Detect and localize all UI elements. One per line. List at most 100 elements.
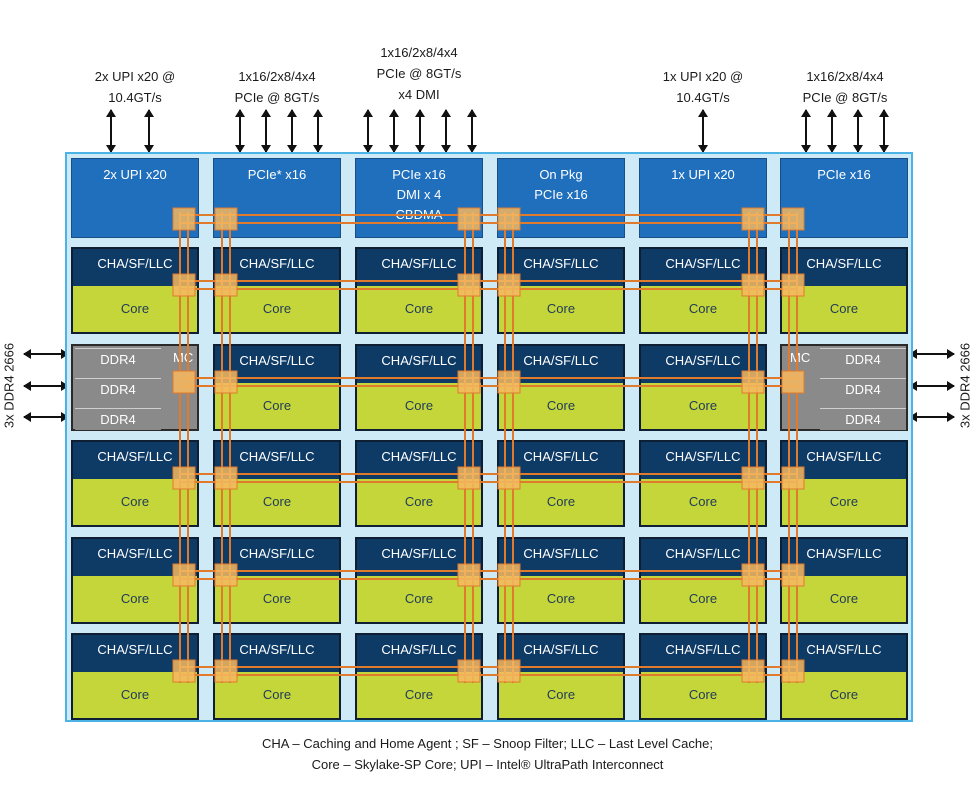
cha-sf-llc-label: CHA/SF/LLC: [499, 442, 623, 479]
cha-sf-llc-label: CHA/SF/LLC: [499, 346, 623, 383]
io-arrow: [853, 109, 863, 153]
core-label: Core: [215, 383, 339, 429]
cha-sf-llc-label: CHA/SF/LLC: [215, 539, 339, 576]
core-label: Core: [641, 479, 765, 525]
cha-sf-llc-label: CHA/SF/LLC: [357, 635, 481, 672]
io-label-line: 2x UPI x20 @: [94, 69, 176, 84]
core-label: Core: [215, 479, 339, 525]
io-label-line: PCIe @ 8GT/s: [234, 90, 320, 105]
io-arrow: [389, 109, 399, 153]
io-arrow: [144, 109, 154, 153]
core-label: Core: [215, 672, 339, 718]
core-label: Core: [73, 286, 197, 332]
cha-sf-llc-label: CHA/SF/LLC: [641, 346, 765, 383]
ddr-arrow: [909, 349, 955, 359]
io-label-line: 10.4GT/s: [676, 90, 730, 105]
core-label: Core: [499, 576, 623, 622]
io-block-line: PCIe* x16: [247, 167, 307, 182]
io-block-pcie-1: PCIe* x16: [213, 158, 341, 238]
io-arrow: [313, 109, 323, 153]
io-block-pcie-2: PCIe x16: [780, 158, 908, 238]
cha-sf-llc-label: CHA/SF/LLC: [357, 249, 481, 286]
io-label-line: 1x16/2x8/4x4: [806, 69, 884, 84]
io-arrow: [441, 109, 451, 153]
cha-sf-llc-label: CHA/SF/LLC: [782, 442, 906, 479]
io-block-line: 1x UPI x20: [671, 167, 735, 182]
ddr4-channel: DDR4: [820, 408, 906, 430]
core-label: Core: [641, 286, 765, 332]
io-block-line: 2x UPI x20: [103, 167, 167, 182]
cha-sf-llc-label: CHA/SF/LLC: [357, 539, 481, 576]
io-block-upi-left: 2x UPI x20: [71, 158, 199, 238]
core-label: Core: [499, 286, 623, 332]
cha-sf-llc-label: CHA/SF/LLC: [782, 249, 906, 286]
core-label: Core: [641, 672, 765, 718]
io-block-pcie-dmi: PCIe x16 DMI x 4 CBDMA: [355, 158, 483, 238]
cha-sf-llc-label: CHA/SF/LLC: [782, 539, 906, 576]
ddr-arrow: [909, 381, 955, 391]
caption-line-2: Core – Skylake-SP Core; UPI – Intel® Ult…: [311, 757, 664, 772]
io-block-line: DMI x 4: [396, 187, 442, 202]
cha-sf-llc-label: CHA/SF/LLC: [215, 442, 339, 479]
ddr4-channel: DDR4: [75, 378, 161, 400]
cha-sf-llc-label: CHA/SF/LLC: [215, 635, 339, 672]
caption-line-1: CHA – Caching and Home Agent ; SF – Snoo…: [262, 736, 713, 751]
left-memory-label: 3x DDR4 2666: [1, 342, 17, 429]
io-arrow: [363, 109, 373, 153]
io-arrow: [287, 109, 297, 153]
io-label-line: 1x16/2x8/4x4: [238, 69, 316, 84]
io-label-pcie-2: 1x16/2x8/4x4 PCIe @ 8GT/s: [780, 66, 910, 108]
io-label-line: PCIe @ 8GT/s: [802, 90, 888, 105]
core-label: Core: [215, 576, 339, 622]
core-label: Core: [357, 383, 481, 429]
io-block-onpkg-pcie: On Pkg PCIe x16: [497, 158, 625, 238]
core-label: Core: [73, 479, 197, 525]
io-arrow: [415, 109, 425, 153]
core-label: Core: [499, 479, 623, 525]
ddr-arrow: [23, 349, 69, 359]
core-label: Core: [782, 576, 906, 622]
cha-sf-llc-label: CHA/SF/LLC: [73, 539, 197, 576]
io-label-line: PCIe @ 8GT/s: [376, 66, 462, 81]
cha-sf-llc-label: CHA/SF/LLC: [73, 249, 197, 286]
ddr4-channel: DDR4: [820, 348, 906, 370]
cha-sf-llc-label: CHA/SF/LLC: [215, 346, 339, 383]
core-label: Core: [782, 672, 906, 718]
io-arrow: [879, 109, 889, 153]
io-block-line: PCIe x16: [817, 167, 871, 182]
core-label: Core: [73, 672, 197, 718]
core-label: Core: [499, 672, 623, 718]
io-label-upi-right: 1x UPI x20 @ 10.4GT/s: [638, 66, 768, 108]
io-arrow: [235, 109, 245, 153]
cha-sf-llc-label: CHA/SF/LLC: [641, 635, 765, 672]
cha-sf-llc-label: CHA/SF/LLC: [73, 635, 197, 672]
mc-label: MC: [790, 350, 811, 365]
ddr4-channel: DDR4: [820, 378, 906, 400]
die-background: [65, 152, 913, 722]
core-label: Core: [357, 672, 481, 718]
io-arrow: [827, 109, 837, 153]
core-label: Core: [73, 576, 197, 622]
io-arrow: [261, 109, 271, 153]
